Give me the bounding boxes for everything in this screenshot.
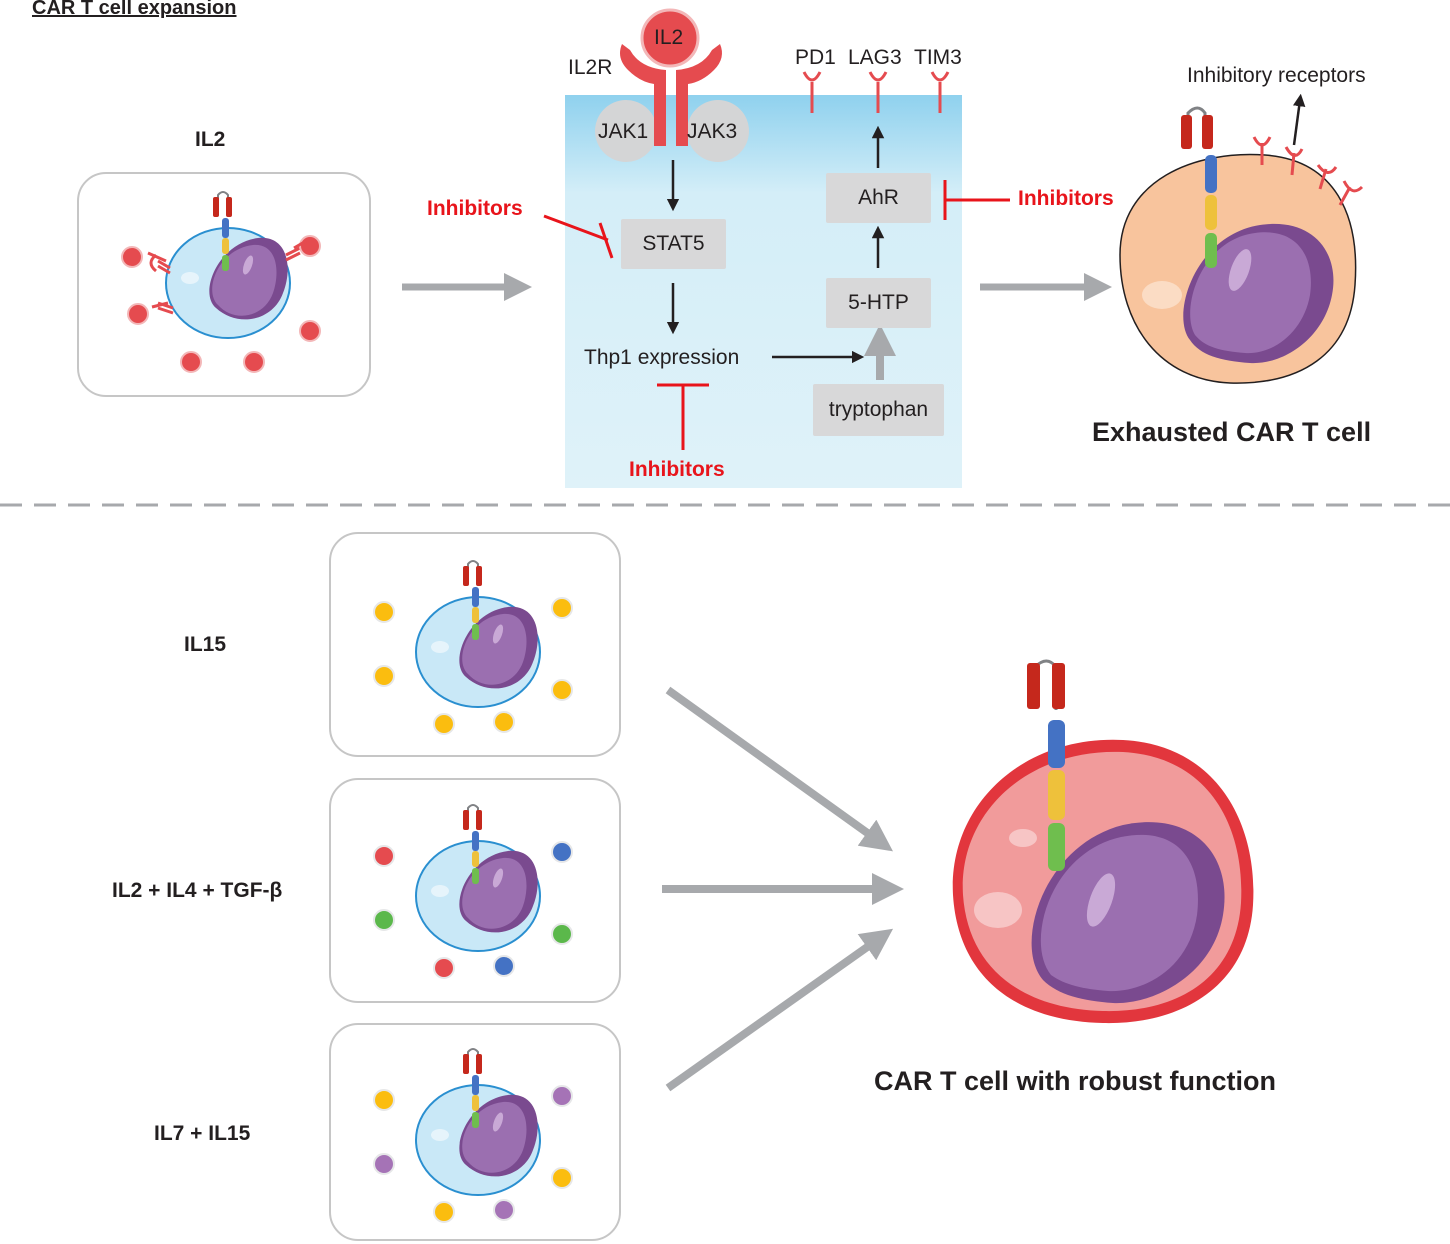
cytokine-dot xyxy=(433,713,455,735)
cytokine-dot xyxy=(373,845,395,867)
inhibitors-label-ahr: Inhibitors xyxy=(1018,187,1114,210)
jak3-label: JAK3 xyxy=(687,120,738,143)
cytokine-dot xyxy=(493,955,515,977)
cytokine-dot xyxy=(551,1167,573,1189)
il2-ligand xyxy=(640,8,700,68)
ahr-node: AhR xyxy=(826,173,931,223)
cytokine-dot xyxy=(493,1199,515,1221)
arrow-il7-il15-to-robust xyxy=(665,928,894,1092)
section-title: CAR T cell expansion xyxy=(32,0,237,19)
cytokine-dot xyxy=(551,679,573,701)
cytokine-dot xyxy=(373,601,395,623)
tim3-label: TIM3 xyxy=(914,46,962,69)
inhibitors-label-stat5: Inhibitors xyxy=(427,197,523,220)
cytokine-dot xyxy=(373,1089,395,1111)
exhausted-car-t-cell xyxy=(1119,106,1364,384)
condition-label-il2: IL2 xyxy=(195,128,226,151)
5htp-node: 5-HTP xyxy=(826,278,931,328)
inhibitor-bar-thp1 xyxy=(657,383,709,450)
robust-car-t-cell xyxy=(952,659,1254,1024)
robust-car-t-label: CAR T cell with robust function xyxy=(874,1066,1276,1096)
inhibitor-bar-stat5 xyxy=(543,214,614,259)
il2-ligand-label: IL2 xyxy=(654,26,684,49)
cytokine-dot xyxy=(433,1201,455,1223)
tryptophan-node: tryptophan xyxy=(813,384,944,436)
inhibitors-label-thp1: Inhibitors xyxy=(629,458,725,481)
cytokine-dot xyxy=(433,957,455,979)
cytokine-dot xyxy=(373,909,395,931)
cytokine-dot xyxy=(551,841,573,863)
jak1-circle xyxy=(595,100,657,162)
cytokine-dot xyxy=(551,1085,573,1107)
checkpoint-receptors xyxy=(802,71,950,113)
stat5-node: STAT5 xyxy=(621,219,726,269)
arrow-il15-to-robust xyxy=(665,686,894,852)
inhibitor-bar-ahr xyxy=(943,180,1010,220)
jak3-circle xyxy=(687,100,749,162)
lag3-label: LAG3 xyxy=(848,46,902,69)
condition-label-il2-il4-tgfb: IL2 + IL4 + TGF-β xyxy=(112,879,283,902)
cytokine-dot xyxy=(551,597,573,619)
inhibitory-receptors-label: Inhibitory receptors xyxy=(1187,64,1366,87)
pd1-label: PD1 xyxy=(795,46,836,69)
thp1-node: Thp1 expression xyxy=(584,346,740,369)
arrow-inhibitory-receptors xyxy=(1292,93,1306,146)
cytokine-dot xyxy=(373,665,395,687)
condition-label-il7-il15: IL7 + IL15 xyxy=(154,1122,251,1145)
jak1-label: JAK1 xyxy=(598,120,649,143)
car-t-cell-il2 xyxy=(121,191,321,373)
exhausted-car-t-label: Exhausted CAR T cell xyxy=(1092,417,1372,447)
condition-label-il15: IL15 xyxy=(184,633,227,656)
cytokine-dot xyxy=(493,711,515,733)
il2r-label: IL2R xyxy=(568,56,613,79)
il2-receptor xyxy=(620,44,722,146)
cytokine-dot xyxy=(373,1153,395,1175)
cytokine-dot xyxy=(551,923,573,945)
